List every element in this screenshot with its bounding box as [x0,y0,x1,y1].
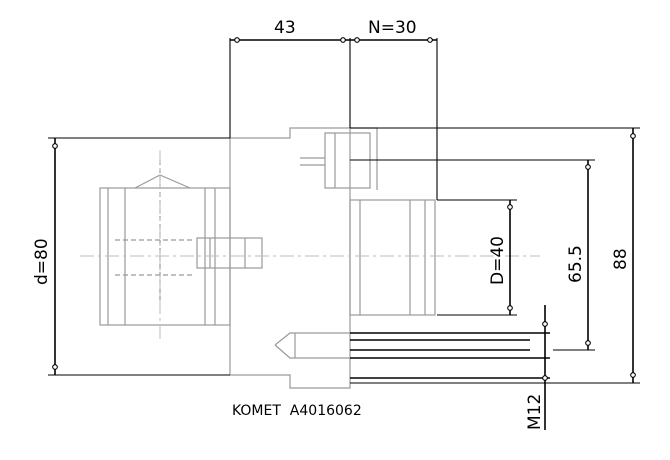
dim-43-label: 43 [274,18,296,38]
dim-88-label: 88 [611,248,631,270]
dim-m12-label: M12 [525,394,545,430]
dim-d80-label: d=80 [32,238,52,285]
dim-n30-label: N=30 [368,18,417,38]
part-outline [80,127,540,389]
dim-65-5-label: 65.5 [566,245,586,283]
dim-d40-label: D=40 [488,236,508,285]
part-number-caption: KOMET A4016062 [232,403,362,419]
dimension-lines [48,37,640,430]
dimension-labels: 43 N=30 d=80 D=40 65.5 88 M12 KOMET A401… [32,18,631,430]
